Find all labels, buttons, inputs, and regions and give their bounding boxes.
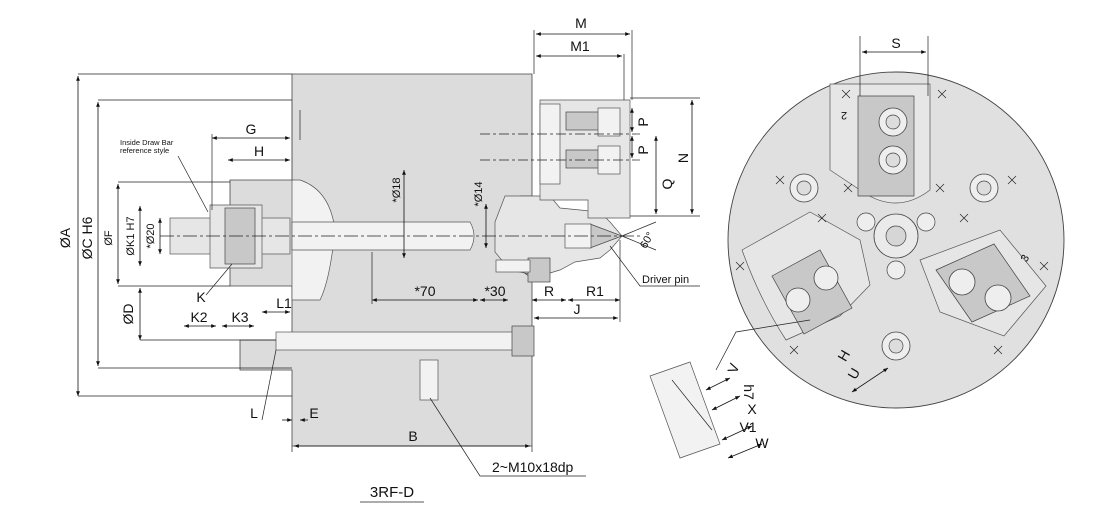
angle-note: 60° [638,230,657,250]
dim-R: R [544,283,554,299]
model-label: 3RF-D [370,484,414,501]
dim-G: G [246,121,257,137]
dim-J: J [574,301,581,317]
dim-B: B [408,428,417,444]
dim-R1: R1 [586,283,604,299]
face-num-2: 2 [841,109,847,121]
dim-P-2: P [635,145,651,154]
jaw-screw-3 [597,107,621,137]
dim-K2: K2 [190,309,207,325]
nose-clamp-2 [495,259,531,273]
bottom-tap [419,359,439,401]
jaw-detail [649,361,721,459]
dim-d70: *70 [414,283,435,299]
dim-E: E [309,405,318,421]
dim-F: ØF [103,230,115,246]
dim-d14: *Ø14 [473,181,485,206]
lower-bolt [275,331,521,351]
dim-V1: V1 [739,419,756,435]
thread-note: 2~M10x18dp [492,459,574,475]
dim-W: W [755,435,769,451]
driver-pin-note: Driver pin [642,274,689,286]
dim-P-1: P [635,117,651,126]
note-draw-bar-1: Inside Draw Bar [120,138,174,147]
face-num-3: 3 [1019,253,1032,264]
dim-L: L [250,405,258,421]
dim-d18: *Ø18 [391,177,403,202]
dim-V: V [724,361,742,376]
dim-X: X [747,401,757,417]
jaw-left-slide [771,249,853,335]
inner-bore [291,221,475,251]
dim-N: N [675,153,691,163]
dim-M: M [575,15,587,31]
dim-h7: h7 [741,384,757,400]
dim-K1: ØK1 H7 [125,216,137,255]
dim-K3: K3 [231,309,248,325]
side-section-view [76,30,700,477]
dim-K: K [196,289,206,305]
dim-M1: M1 [570,38,590,54]
dim-L1: L1 [276,295,292,311]
bolt-head [511,325,535,357]
dim-d30: *30 [484,283,505,299]
dim-Q: Q [659,178,675,189]
front-face-view [649,36,1065,459]
jaw-insert [539,103,561,185]
dim-d20: *Ø20 [145,223,157,248]
dim-C: ØC H6 [79,216,95,259]
nose-clamp [527,257,551,283]
dim-H: H [254,143,264,159]
note-draw-bar-2: reference style [120,146,169,155]
dim-S: S [891,35,900,51]
chuck-body [229,73,533,447]
dim-A: ØA [57,227,73,248]
dim-D: ØD [120,304,136,325]
